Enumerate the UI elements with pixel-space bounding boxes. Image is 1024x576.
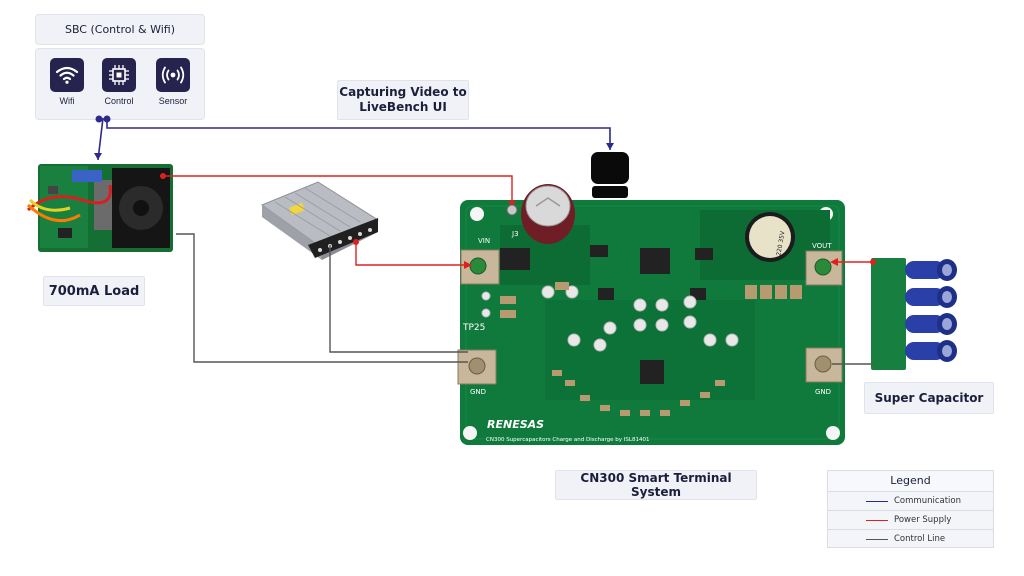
mosfet	[598, 288, 614, 300]
legend-swatch	[866, 519, 888, 521]
board-caption: CN300 Supercapacitors Charge and Dischar…	[486, 437, 649, 443]
legend-swatch	[866, 500, 888, 502]
controller-ic	[640, 360, 664, 384]
supercapacitor-label: Super Capacitor	[864, 382, 994, 414]
sbc-panel: Wifi Control	[35, 48, 205, 120]
supercapacitor-board	[871, 258, 957, 370]
camera-icon	[591, 152, 629, 198]
inductor	[500, 248, 530, 270]
legend-title: Legend	[828, 471, 993, 492]
terminal-gnd-right	[805, 347, 843, 383]
communication-wires	[97, 117, 611, 161]
terminal-gnd-left	[457, 349, 497, 385]
sbc-item-label: Control	[104, 96, 134, 106]
system-label: CN300 Smart Terminal System	[555, 470, 757, 500]
legend-swatch	[866, 538, 888, 540]
silk-tp25: TP25	[462, 323, 485, 333]
supercapacitor-cells	[905, 259, 957, 362]
legend-label: Control Line	[894, 534, 946, 544]
legend-item-communication: Communication	[828, 492, 993, 511]
output-capacitor	[745, 212, 795, 262]
sbc-item-wifi: Wifi	[44, 58, 90, 106]
legend-item-power: Power Supply	[828, 511, 993, 530]
cn300-board: VIN VOUT GND GND TP25 J3 220 35V RENESAS…	[457, 184, 845, 445]
cap-label: 220 35V	[775, 230, 786, 257]
power-supply	[260, 181, 380, 260]
control-wires	[176, 233, 874, 365]
sbc-item-label: Sensor	[158, 96, 188, 106]
legend: Legend Communication Power Supply Contro…	[827, 470, 994, 548]
sbc-title: SBC (Control & Wifi)	[35, 14, 205, 45]
chip-icon	[102, 58, 136, 92]
legend-item-control: Control Line	[828, 530, 993, 548]
video-capture-label: Capturing Video to LiveBench UI	[337, 80, 469, 120]
passive-components	[500, 282, 802, 416]
legend-label: Communication	[894, 496, 961, 506]
silk-gnd-right: GND	[815, 388, 831, 396]
silk-vout: VOUT	[812, 242, 832, 250]
heatsink	[94, 180, 112, 230]
renesas-logo: RENESAS	[487, 418, 544, 431]
sbc-item-label: Wifi	[59, 96, 75, 106]
load-label: 700mA Load	[43, 276, 145, 306]
terminal-vin	[460, 249, 500, 285]
electrolytic-capacitor	[521, 184, 575, 244]
inductor	[640, 248, 670, 274]
load-board	[26, 164, 173, 252]
mosfet	[695, 248, 713, 260]
mosfet	[590, 245, 608, 257]
silk-vin: VIN	[478, 237, 490, 245]
wifi-icon	[50, 58, 84, 92]
silk-j3: J3	[511, 230, 519, 238]
power-wires	[163, 175, 872, 266]
terminal-vout	[805, 250, 843, 286]
sensor-icon	[156, 58, 190, 92]
sbc-item-control: Control	[96, 58, 142, 106]
sbc-item-sensor: Sensor	[150, 58, 196, 106]
silk-gnd-left: GND	[470, 388, 486, 396]
legend-label: Power Supply	[894, 515, 952, 525]
